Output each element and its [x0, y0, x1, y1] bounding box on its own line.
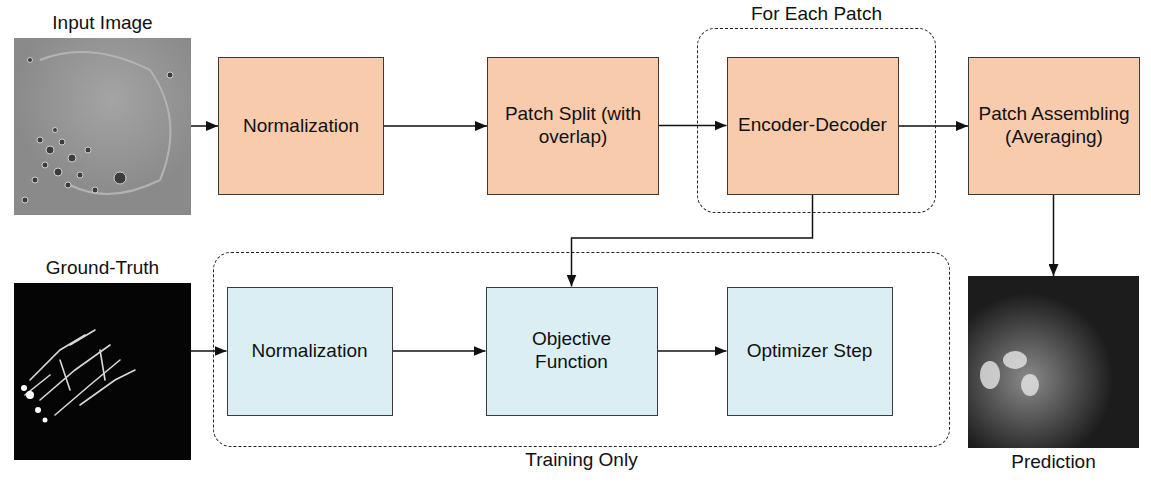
illustration-detail: [167, 72, 173, 78]
flow-arrow: [191, 350, 227, 352]
ground-truth-background: [14, 283, 191, 460]
box-label: Normalization: [243, 340, 375, 363]
flow-arrow: [191, 125, 218, 127]
illustration-detail: [43, 418, 48, 423]
illustration-detail: [21, 385, 48, 423]
illustration-detail: [100, 350, 105, 380]
illustration-detail: [77, 172, 83, 178]
process-box: Normalization: [218, 57, 384, 195]
illustration-detail: [35, 407, 41, 413]
flow-arrow: [899, 125, 969, 127]
training-box: Normalization: [227, 287, 393, 416]
image-panel: Prediction: [968, 276, 1139, 448]
prediction-background: [968, 276, 1139, 448]
illustration-detail: [980, 351, 1039, 396]
box-label: Patch Assembling (Averaging): [969, 103, 1139, 149]
box-label: Encoder-Decoder: [730, 114, 895, 137]
ground-truth-image: [14, 283, 191, 460]
illustration-detail: [32, 177, 38, 183]
illustration-detail: [92, 187, 98, 193]
flow-arrow: [1053, 195, 1055, 276]
illustration-detail: [22, 197, 28, 203]
process-box: Encoder-Decoder: [727, 57, 899, 195]
caption-label: Input Image: [0, 12, 231, 35]
illustration-detail: [1003, 351, 1027, 369]
training-box: Objective Function: [486, 287, 658, 416]
box-label: Optimizer Step: [739, 340, 881, 363]
illustration-detail: [22, 58, 173, 204]
caption-label: Ground-Truth: [0, 257, 231, 280]
illustration-detail: [54, 168, 62, 176]
illustration-detail: [21, 385, 27, 391]
box-label: Patch Split (with overlap): [488, 103, 658, 149]
illustration-detail: [80, 370, 135, 405]
illustration-detail: [53, 128, 58, 133]
image-panel: Input Image: [14, 38, 191, 215]
illustration-detail: [114, 172, 126, 184]
illustration-detail: [980, 361, 1000, 389]
illustration-detail: [85, 147, 91, 153]
illustration-detail: [46, 146, 54, 154]
image-panel: Ground-Truth: [14, 283, 191, 460]
illustration-detail: [60, 360, 70, 390]
illustration-detail: [59, 139, 65, 145]
training-box: Optimizer Step: [727, 287, 893, 416]
prediction-image: [968, 276, 1139, 448]
box-label: Objective Function: [487, 328, 657, 374]
input-image: [14, 38, 191, 215]
flow-arrow: [384, 125, 487, 127]
illustration-detail: [28, 58, 33, 63]
process-box: Patch Assembling (Averaging): [968, 57, 1140, 195]
illustration-detail: [70, 330, 95, 345]
illustration-detail: [37, 137, 43, 143]
illustration-detail: [26, 391, 34, 399]
box-label: Normalization: [235, 115, 367, 138]
cell-outline: [40, 52, 170, 194]
dashed-group: For Each PatchEncoder-Decoder: [697, 28, 936, 213]
caption-label: Prediction: [928, 451, 1151, 474]
input-micrograph: [14, 38, 191, 215]
illustration-detail: [25, 330, 135, 415]
dashed-group: Training OnlyNormalizationObjective Func…: [213, 252, 950, 447]
caption-label: Training Only: [174, 449, 989, 472]
flow-arrow: [393, 350, 486, 352]
illustration-detail: [42, 162, 48, 168]
illustration-detail: [65, 182, 71, 188]
illustration-detail: [68, 154, 76, 162]
flow-arrow: [659, 125, 727, 127]
illustration-detail: [55, 360, 120, 415]
flow-arrow: [658, 350, 727, 352]
illustration-detail: [1021, 374, 1039, 396]
process-box: Patch Split (with overlap): [487, 57, 659, 195]
flow-arrow: [572, 195, 813, 287]
caption-label: For Each Patch: [658, 3, 975, 26]
